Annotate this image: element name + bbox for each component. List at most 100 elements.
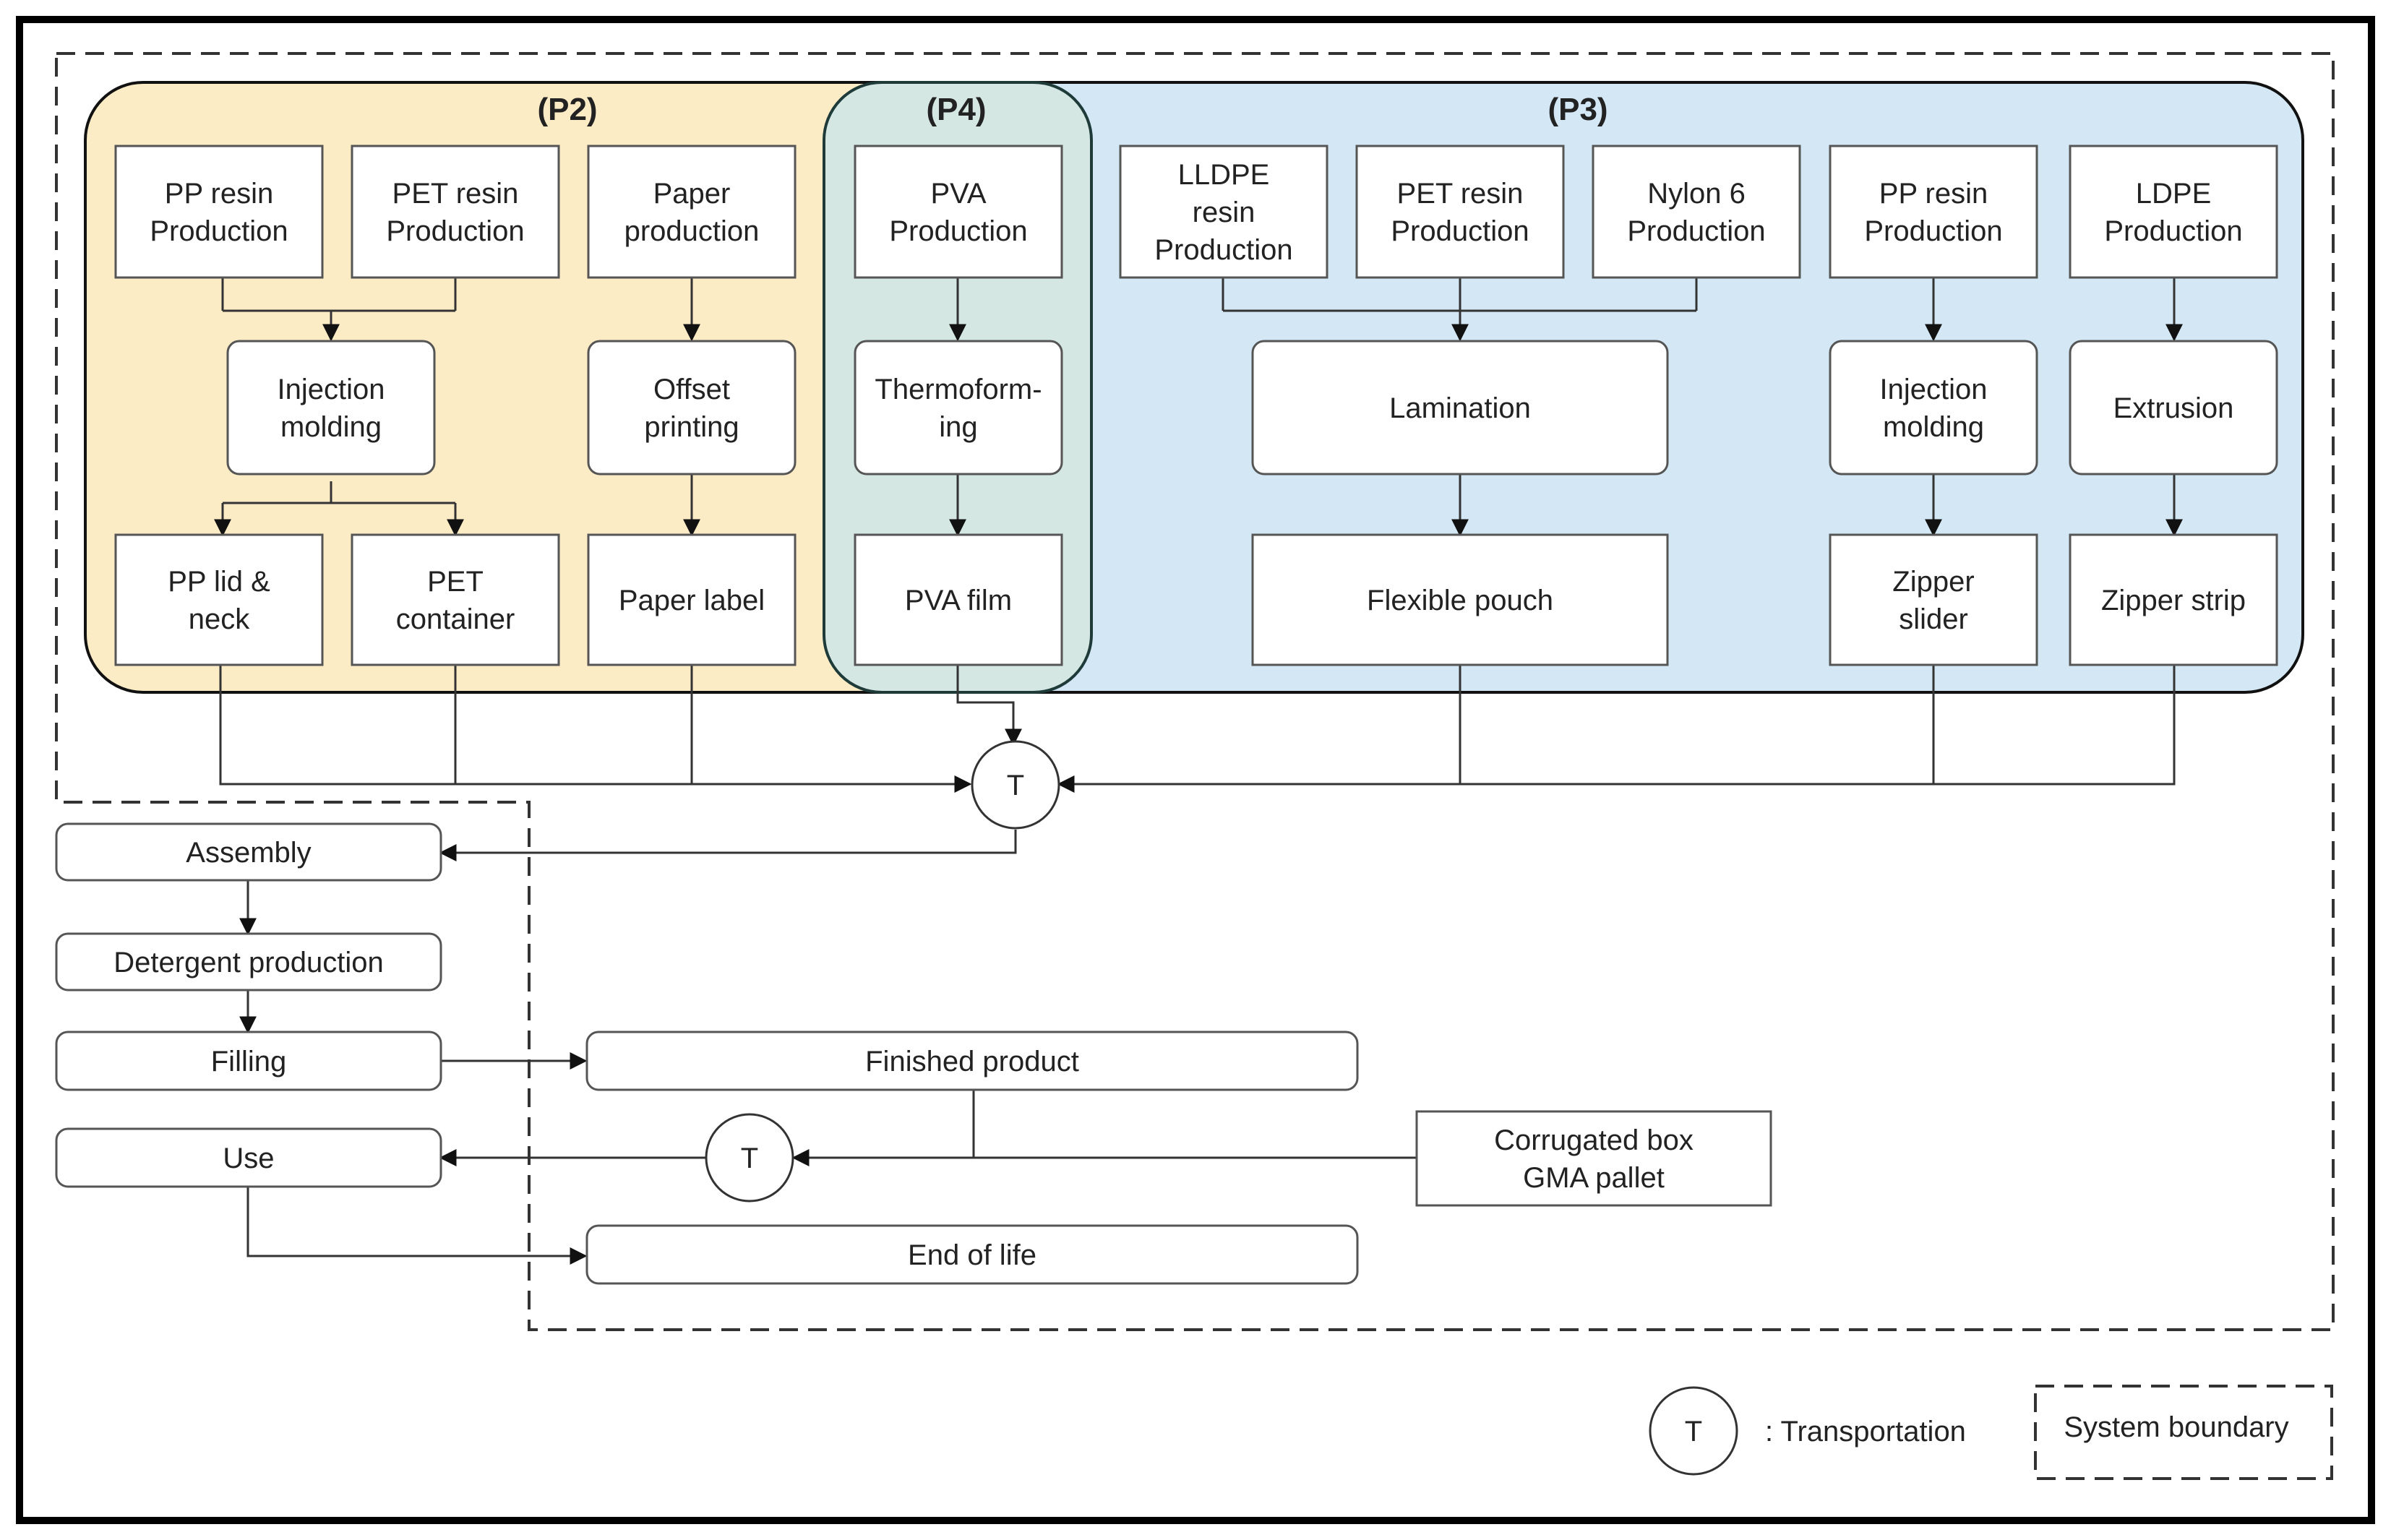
- transport-nodes: TT: [705, 740, 1060, 1203]
- transport-circle: [705, 1113, 794, 1203]
- lldpe-resin-label-line: Production: [1154, 234, 1292, 266]
- flow-arrow: [1057, 665, 2176, 793]
- assembly-box: Assembly: [55, 822, 442, 882]
- filling-box-shape: [55, 1031, 442, 1091]
- pva-production-label-line: Production: [889, 215, 1027, 247]
- group-p2-label: (P2): [537, 92, 597, 127]
- finished-product-label-line: Finished product: [865, 1046, 1079, 1077]
- zipper-slider-label-line: slider: [1899, 603, 1968, 635]
- pet-resin-p2-label-line: PET resin: [392, 178, 519, 210]
- injection-molding-p3-label-line: Injection: [1880, 374, 1988, 405]
- groups-outline: [84, 81, 2304, 694]
- lldpe-resin-box-shape: [1119, 145, 1328, 279]
- legend-transport-label: : Transportation: [1765, 1416, 1966, 1447]
- pp-resin-p3-box-shape: [1829, 145, 2038, 279]
- paper-production-label-line: production: [624, 215, 760, 247]
- flow-arrow: [246, 1187, 588, 1265]
- transport-node: T: [971, 740, 1060, 830]
- offset-printing-label-line: printing: [644, 411, 739, 443]
- pet-container-label-line: container: [396, 603, 515, 635]
- pet-container-label-line: PET: [427, 566, 484, 598]
- transport-node: T: [705, 1113, 794, 1203]
- end-of-life-box: End of life: [585, 1224, 1359, 1285]
- injection-molding-p2-label-line: Injection: [278, 374, 385, 405]
- flow-arrow: [219, 665, 972, 793]
- paper-production-box: Paper production: [587, 145, 797, 279]
- pp-lid-neck-box-shape: [114, 533, 324, 666]
- thermoforming-label-line: Thermoform-: [875, 374, 1042, 405]
- nylon6-label-line: Nylon 6: [1647, 178, 1746, 210]
- filling-box: Filling: [55, 1031, 442, 1091]
- lamination-label-line: Lamination: [1389, 392, 1531, 424]
- pet-resin-p2-box-shape: [351, 145, 560, 279]
- zipper-strip-label-line: Zipper strip: [2101, 585, 2246, 616]
- legend-boundary-label: System boundary: [2064, 1411, 2288, 1443]
- offset-printing-box-shape: [587, 340, 797, 476]
- flow-arrow: [956, 665, 1022, 747]
- assembly-box-shape: [55, 822, 442, 882]
- end-of-life-box-shape: [585, 1224, 1359, 1285]
- extrusion-label-line: Extrusion: [2113, 392, 2234, 424]
- extrusion-box-shape: [2069, 340, 2278, 476]
- pet-resin-p3-label-line: Production: [1391, 215, 1529, 247]
- pp-lid-neck-label-line: PP lid &: [168, 566, 270, 598]
- ldpe-label-line: LDPE: [2136, 178, 2212, 210]
- legend: T : Transportation System boundary: [1649, 1385, 2333, 1480]
- pp-resin-p2-label-line: PP resin: [165, 178, 273, 210]
- pva-film-box: PVA film: [854, 533, 1063, 666]
- detergent-production-box-shape: [55, 932, 442, 991]
- paper-production-label-line: Paper: [653, 178, 731, 210]
- ldpe-box-shape: [2069, 145, 2278, 279]
- corrugated-box-label-line: GMA pallet: [1523, 1162, 1665, 1194]
- extrusion-box: Extrusion: [2069, 340, 2278, 476]
- pva-film-box-shape: [854, 533, 1063, 666]
- injection-molding-p3-label-line: molding: [1883, 411, 1984, 443]
- pet-resin-p2-label-line: Production: [386, 215, 524, 247]
- pp-lid-neck-label-line: neck: [189, 603, 250, 635]
- legend-transport-circle: [1649, 1386, 1738, 1476]
- nylon6-box-shape: [1592, 145, 1801, 279]
- pet-container-box: PET container: [351, 533, 560, 666]
- corrugated-box-box-shape: [1415, 1110, 1772, 1207]
- finished-product-box: Finished product: [585, 1031, 1359, 1091]
- figure-frame: [16, 16, 2375, 1524]
- injection-molding-p3-box-shape: [1829, 340, 2038, 476]
- detergent-production-box: Detergent production: [55, 932, 442, 991]
- paper-label-box-shape: [587, 533, 797, 666]
- pp-resin-p3-label-line: Production: [1864, 215, 2002, 247]
- corrugated-box-label-line: Corrugated box: [1494, 1124, 1694, 1156]
- injection-molding-p3-box: Injection molding: [1829, 340, 2038, 476]
- legend-boundary-swatch: [2034, 1385, 2333, 1480]
- offset-printing-label-line: Offset: [653, 374, 730, 405]
- detergent-production-label-line: Detergent production: [113, 947, 384, 978]
- thermoforming-box: Thermoform-ing: [854, 340, 1063, 476]
- pet-resin-p3-label-line: PET resin: [1397, 178, 1524, 210]
- flexible-pouch-label-line: Flexible pouch: [1367, 585, 1553, 616]
- zipper-slider-box-shape: [1829, 533, 2038, 666]
- lamination-box-shape: [1251, 340, 1669, 476]
- finished-product-box-shape: [585, 1031, 1359, 1091]
- flow-connectors: [214, 278, 2183, 1265]
- injection-molding-p2-box-shape: [226, 340, 436, 476]
- thermoforming-label-line: ing: [939, 411, 977, 443]
- use-label-line: Use: [223, 1143, 274, 1174]
- ldpe-label-line: Production: [2104, 215, 2242, 247]
- ldpe-box: LDPE Production: [2069, 145, 2278, 279]
- pva-production-box-shape: [854, 145, 1063, 279]
- assembly-label-line: Assembly: [186, 837, 311, 869]
- filling-label-line: Filling: [211, 1046, 286, 1077]
- pp-resin-p3-label-line: PP resin: [1879, 178, 1988, 210]
- flow-arrow: [439, 830, 1017, 861]
- thermoforming-box-shape: [854, 340, 1063, 476]
- group-p4-label: (P4): [926, 92, 986, 127]
